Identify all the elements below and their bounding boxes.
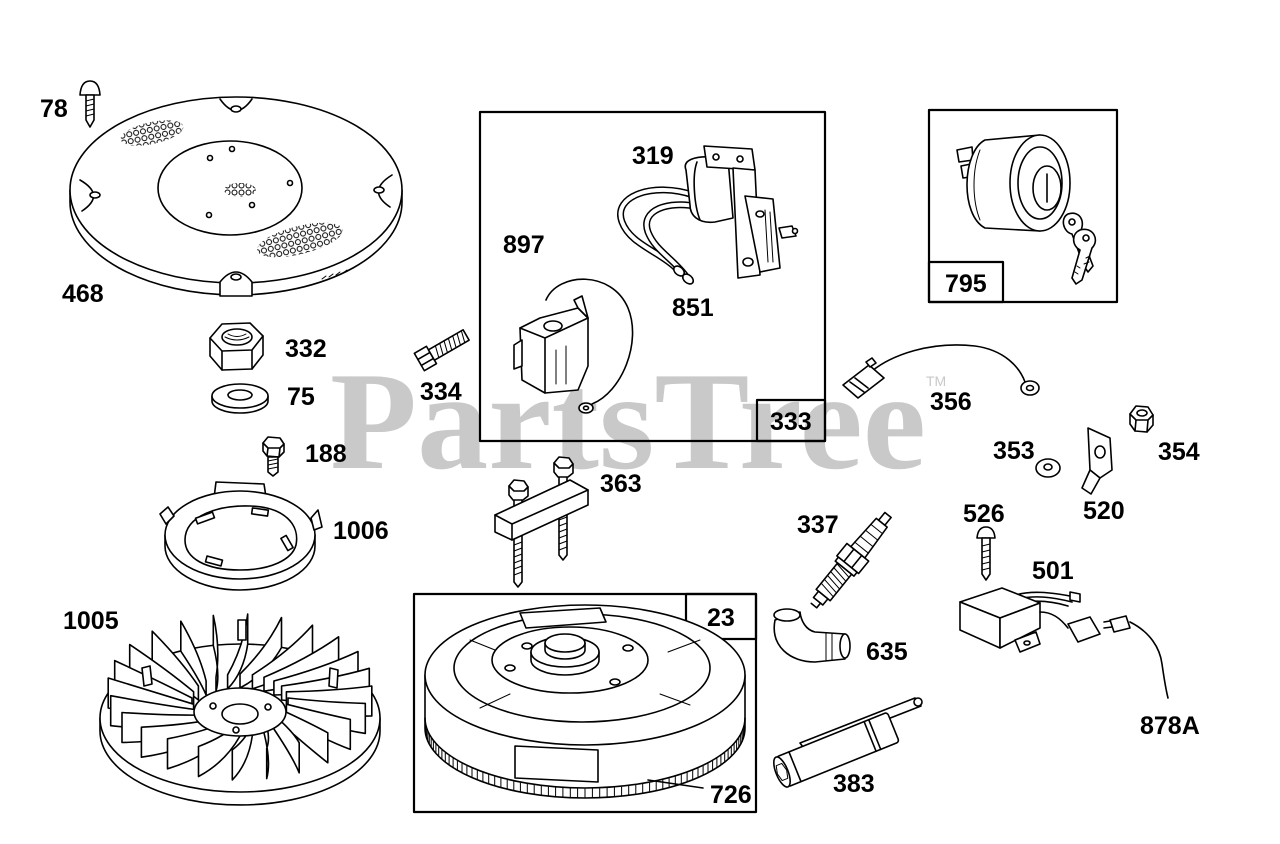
watermark: PartsTree TM — [330, 344, 946, 499]
part-label-75: 75 — [287, 383, 315, 411]
part-label-319: 319 — [632, 142, 674, 170]
part-labels: 78 468 332 75 188 1006 1005 334 897 319 … — [40, 95, 1200, 809]
flywheel-ring-gear — [425, 725, 745, 799]
screw-78-drawing — [79, 80, 101, 128]
washer-75-drawing — [211, 383, 269, 414]
tool-383-drawing — [773, 697, 923, 788]
key-switch-795-frame — [927, 108, 1119, 304]
flywheel-23-frame — [412, 592, 758, 814]
washer-353-drawing — [1035, 458, 1061, 478]
part-label-188: 188 — [305, 440, 347, 468]
part-label-23: 23 — [707, 604, 735, 632]
fan-blade — [280, 709, 329, 764]
part-label-726: 726 — [710, 781, 752, 809]
part-label-520: 520 — [1083, 497, 1125, 525]
plate-center-disc — [157, 140, 303, 236]
bolt-334-drawing — [413, 329, 470, 372]
part-label-851: 851 — [672, 294, 714, 322]
part-label-1005: 1005 — [63, 607, 119, 635]
drawings — [69, 80, 1169, 814]
flywheel-hub — [544, 633, 586, 653]
part-label-334: 334 — [420, 378, 462, 406]
spark-plug-boot-635-drawing — [773, 608, 851, 663]
part-label-501: 501 — [1032, 557, 1074, 585]
plate-perforations — [224, 183, 256, 197]
ring-1006-drawing — [159, 481, 323, 591]
flywheel-23-drawing — [424, 604, 746, 799]
key-switch-795-drawing — [956, 134, 1097, 285]
key-switch-795-label-box — [927, 260, 1005, 304]
fan-blade — [180, 620, 207, 696]
part-label-526: 526 — [963, 500, 1005, 528]
watermark-trademark: TM — [926, 373, 946, 389]
watermark-text: PartsTree — [330, 344, 926, 499]
plate-perforations — [257, 222, 343, 258]
part-label-353: 353 — [993, 437, 1035, 465]
bracket-520-drawing — [1081, 427, 1113, 495]
part-label-337: 337 — [797, 511, 839, 539]
bolt-188-drawing — [262, 436, 285, 477]
screw-526-drawing — [976, 526, 996, 581]
part-label-356: 356 — [930, 388, 972, 416]
assembly-333-label-box — [755, 398, 827, 443]
spark-plug-337-drawing — [810, 511, 892, 609]
fan-blades — [107, 613, 373, 781]
ignition-coil-319-drawing — [617, 145, 799, 285]
nut-354-drawing — [1129, 405, 1154, 433]
fan-blade — [212, 614, 219, 692]
part-label-897: 897 — [503, 231, 545, 259]
part-label-383: 383 — [833, 770, 875, 798]
plate-perforations — [120, 120, 184, 146]
nut-332-drawing — [209, 322, 264, 371]
part-label-78: 78 — [40, 95, 68, 123]
part-label-635: 635 — [866, 638, 908, 666]
part-label-878A: 878A — [1140, 712, 1200, 740]
fan-blade — [226, 613, 249, 690]
part-label-332: 332 — [285, 335, 327, 363]
part-label-363: 363 — [600, 470, 642, 498]
part-label-354: 354 — [1158, 438, 1200, 466]
part-label-468: 468 — [62, 280, 104, 308]
module-897-drawing — [513, 278, 634, 414]
flywheel-magnet — [514, 745, 599, 783]
assembly-333-frame — [478, 110, 827, 443]
bracket-363-drawing — [494, 456, 589, 588]
part-label-1006: 1006 — [333, 517, 389, 545]
fan-1005-drawing — [99, 613, 381, 806]
regulator-501-drawing — [959, 587, 1101, 653]
wire-356-drawing — [842, 344, 1040, 399]
plate-468-drawing — [69, 96, 403, 297]
part-label-333: 333 — [770, 408, 812, 436]
flywheel-magnet — [519, 607, 607, 629]
wire-878A-drawing — [1103, 615, 1169, 699]
part-label-795: 795 — [945, 270, 987, 298]
